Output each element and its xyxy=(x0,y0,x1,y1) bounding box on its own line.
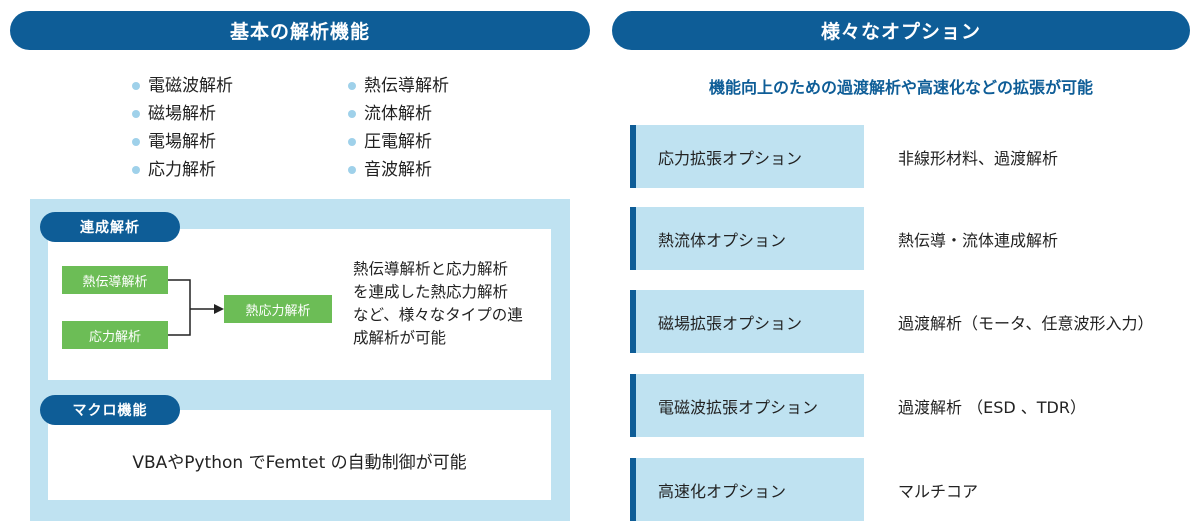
option-description: 過渡解析（モータ、任意波形入力） xyxy=(898,313,1154,333)
option-row: 高速化オプション マルチコア xyxy=(630,458,1196,521)
macro-section xyxy=(48,410,551,500)
basic-functions-header: 基本の解析機能 xyxy=(10,11,590,50)
basic-functions-list-right: 熱伝導解析 流体解析 圧電解析 音波解析 xyxy=(348,72,449,184)
function-item: 電場解析 xyxy=(132,128,233,156)
description-line: 成解析が可能 xyxy=(353,329,447,347)
options-header: 様々なオプション xyxy=(612,11,1190,50)
options-subtitle: 機能向上のための過渡解析や高速化などの拡張が可能 xyxy=(708,78,1093,97)
option-description: 過渡解析 （ESD 、TDR） xyxy=(898,397,1086,417)
input-thermal-conduction: 熱伝導解析 xyxy=(62,266,168,294)
option-description: 熱伝導・流体連成解析 xyxy=(898,230,1059,250)
basic-functions-list-left: 電磁波解析 磁場解析 電場解析 応力解析 xyxy=(132,72,233,184)
description-line: など、様々なタイプの連 xyxy=(353,306,523,324)
option-name: 熱流体オプション xyxy=(630,207,864,270)
function-item: 流体解析 xyxy=(348,100,449,128)
option-row: 熱流体オプション 熱伝導・流体連成解析 xyxy=(630,207,1196,270)
option-row: 電磁波拡張オプション 過渡解析 （ESD 、TDR） xyxy=(630,374,1196,437)
macro-tag: マクロ機能 xyxy=(40,395,180,425)
macro-description: VBAやPython でFemtet の自動制御が可能 xyxy=(132,453,467,473)
option-description: マルチコア xyxy=(898,481,979,501)
function-item: 応力解析 xyxy=(132,156,233,184)
option-name: 電磁波拡張オプション xyxy=(630,374,864,437)
function-item: 熱伝導解析 xyxy=(348,72,449,100)
input-stress: 応力解析 xyxy=(62,321,168,349)
option-description: 非線形材料、過渡解析 xyxy=(898,148,1059,168)
description-line: を連成した熱応力解析 xyxy=(353,283,509,301)
function-item: 圧電解析 xyxy=(348,128,449,156)
option-name: 磁場拡張オプション xyxy=(630,290,864,353)
output-thermal-stress: 熱応力解析 xyxy=(224,295,332,323)
option-name: 高速化オプション xyxy=(630,458,864,521)
option-row: 磁場拡張オプション 過渡解析（モータ、任意波形入力） xyxy=(630,290,1196,353)
function-item: 音波解析 xyxy=(348,156,449,184)
coupling-tag: 連成解析 xyxy=(40,212,180,242)
description-line: 熱伝導解析と応力解析 xyxy=(353,260,509,278)
coupling-description: 熱伝導解析と応力解析 を連成した熱応力解析 など、様々なタイプの連 成解析が可能 xyxy=(353,258,543,350)
option-row: 応力拡張オプション 非線形材料、過渡解析 xyxy=(630,125,1196,188)
function-item: 電磁波解析 xyxy=(132,72,233,100)
option-name: 応力拡張オプション xyxy=(630,125,864,188)
function-item: 磁場解析 xyxy=(132,100,233,128)
